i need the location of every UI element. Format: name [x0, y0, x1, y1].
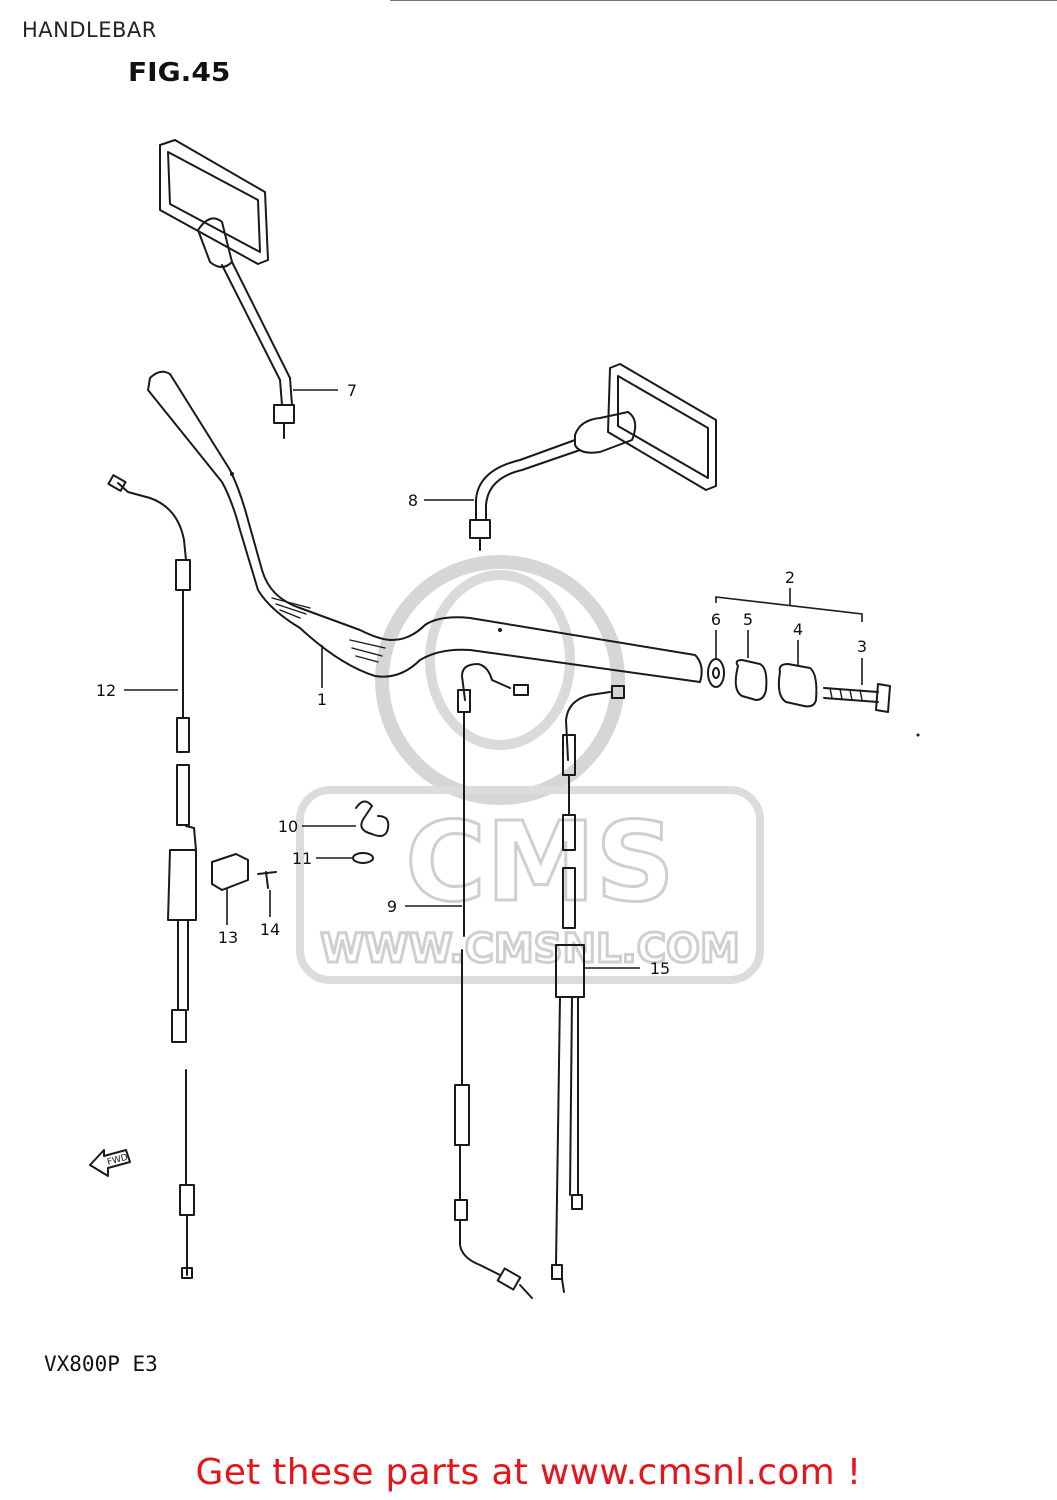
callout-9: 9: [387, 897, 397, 916]
right-mirror: [469, 363, 717, 551]
callout-12: 12: [96, 681, 116, 700]
callout-3: 3: [857, 637, 867, 656]
page-title: HANDLEBAR: [22, 18, 157, 42]
watermark-badge: [296, 786, 764, 984]
callout-7: 7: [347, 381, 357, 400]
fwd-arrow: FWD: [89, 1149, 131, 1177]
callout-1: 1: [317, 690, 327, 709]
callout-6: 6: [711, 610, 721, 629]
callout-13: 13: [218, 928, 238, 947]
clutch-cable: [107, 474, 197, 1279]
callout-15: 15: [650, 959, 670, 978]
callout-2: 2: [785, 568, 795, 587]
callout-5: 5: [743, 610, 753, 629]
callout-14: 14: [260, 920, 280, 939]
callout-4: 4: [793, 620, 803, 639]
figure-number: FIG.45: [128, 58, 231, 88]
handlebar: [147, 370, 703, 683]
throttle-cable-b: [551, 685, 625, 1293]
callout-10: 10: [278, 817, 298, 836]
callout-11: 11: [292, 849, 312, 868]
get-parts-link[interactable]: Get these parts at www.cmsnl.com !: [195, 1452, 862, 1493]
bar-end-assembly: [707, 658, 891, 713]
leader-lines: [124, 389, 863, 969]
watermark-logo-face: [425, 570, 575, 750]
watermark-logo-ring: [375, 555, 625, 805]
callout-labels: 1 2 3 4 5 6 7 8 9 10 11 12 13 14 15: [96, 381, 867, 978]
watermark: CMS WWW.CMSNL.COM: [296, 555, 764, 984]
left-mirror: [159, 139, 295, 439]
small-parts: [211, 800, 390, 891]
throttle-cable-a: [454, 663, 533, 1299]
callout-8: 8: [408, 491, 418, 510]
watermark-url: WWW.CMSNL.COM: [320, 926, 740, 972]
model-code: VX800P E3: [44, 1352, 158, 1376]
top-rule: [390, 0, 1057, 1]
